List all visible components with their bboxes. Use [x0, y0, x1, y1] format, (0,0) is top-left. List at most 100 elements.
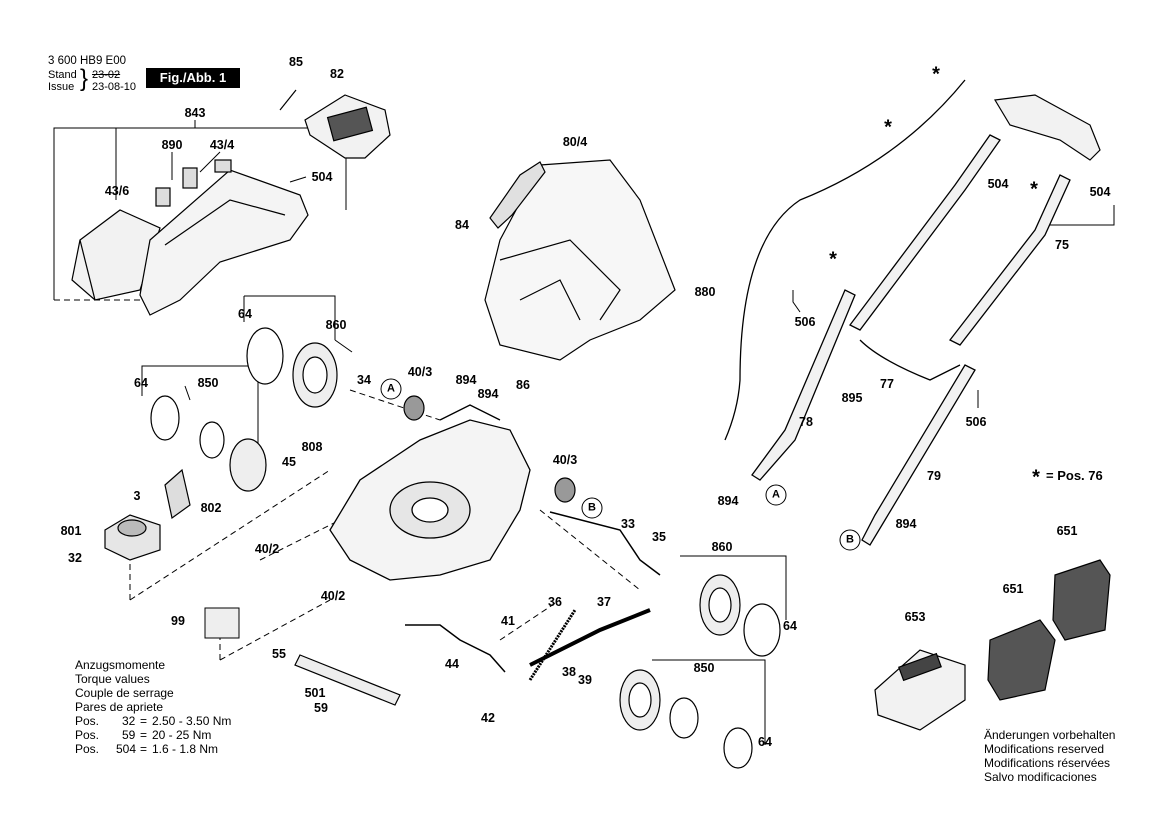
bracket-504-right: [1050, 205, 1115, 226]
stand-date: 23-02: [92, 69, 121, 81]
part-label-43-4: 43/4: [209, 138, 235, 152]
doc-number: 3 600 HB9 E00: [48, 55, 127, 67]
part-label-501: 501: [304, 686, 326, 700]
ref-marker-a-handle: A: [765, 484, 787, 506]
torque-row-2-pos: 59: [122, 728, 136, 742]
top-handle-shape: [994, 94, 1101, 161]
footer-note-fr: Modifications réservées: [984, 756, 1111, 770]
torque-row-3-eq: =: [140, 742, 148, 756]
part-label-32: 32: [68, 551, 82, 565]
footer-note-en: Modifications reserved: [984, 742, 1105, 756]
part-label-850-bottom: 850: [693, 661, 715, 675]
part-label-42: 42: [481, 711, 495, 725]
part-label-894-d: 894: [895, 517, 917, 531]
sensor-99-shape: [204, 607, 240, 639]
figure-tag: Fig./Abb. 1: [146, 68, 240, 88]
part-label-44: 44: [445, 657, 459, 671]
part-label-860-top: 860: [325, 318, 347, 332]
part-label-653: 653: [904, 610, 926, 624]
part-label-84: 84: [455, 218, 469, 232]
part-label-38: 38: [562, 665, 576, 679]
part-label-39: 39: [578, 673, 592, 687]
part-label-808: 808: [301, 440, 323, 454]
brace: }: [80, 65, 89, 92]
part-label-40-2-bottom: 40/2: [320, 589, 346, 603]
bracket-802-shape: [164, 468, 191, 520]
part-label-504-handle-right: 504: [1089, 185, 1111, 199]
ref-marker-b-handle: B: [839, 529, 861, 551]
part-label-80-4: 80/4: [562, 135, 588, 149]
part-label-40-2-top: 40/2: [254, 542, 280, 556]
torque-row-3-pos: 504: [116, 742, 137, 756]
part-label-85: 85: [289, 55, 303, 69]
part-label-843: 843: [184, 106, 206, 120]
part-label-43-6: 43/6: [104, 184, 130, 198]
part-label-802: 802: [200, 501, 222, 515]
torque-row-3-value: 1.6 - 1.8 Nm: [152, 742, 219, 756]
part-label-895: 895: [841, 391, 863, 405]
part-label-651-right: 651: [1056, 524, 1078, 538]
motor-shape: [104, 514, 161, 561]
part-label-99: 99: [171, 614, 185, 628]
ref-marker-a-left: A: [380, 378, 402, 400]
rods-shape: [405, 511, 661, 681]
legend-star: *: [1032, 466, 1040, 489]
part-label-40-3-top: 40/3: [407, 365, 433, 379]
torque-row-1-pos: 32: [122, 714, 136, 728]
part-label-801: 801: [60, 524, 82, 538]
part-label-64-bottom: 64: [758, 735, 772, 749]
part-label-504-handle-left: 504: [987, 177, 1009, 191]
part-label-40-3-right: 40/3: [552, 453, 578, 467]
part-label-3: 3: [133, 489, 141, 503]
stand-label: Stand: [48, 69, 77, 81]
torque-row-3-label: Pos.: [75, 742, 100, 756]
footer-note-de: Änderungen vorbehalten: [984, 728, 1116, 742]
part-label-506-right: 506: [965, 415, 987, 429]
part-label-64-top: 64: [238, 307, 252, 321]
battery-cover-shape: [71, 209, 161, 301]
housing-843-shape: [139, 159, 309, 316]
handle-84-shape: [489, 161, 546, 229]
part-label-78: 78: [799, 415, 813, 429]
grass-box-880-shape: [484, 159, 676, 361]
part-label-55: 55: [272, 647, 286, 661]
part-label-59: 59: [314, 701, 328, 715]
part-label-75: 75: [1055, 238, 1069, 252]
bracket-860-top: [244, 295, 353, 353]
star-marker-clip: *: [1030, 178, 1038, 201]
deck-shape: [329, 404, 531, 581]
part-label-82: 82: [330, 67, 344, 81]
torque-title-fr: Couple de serrage: [75, 686, 174, 700]
part-label-894-b: 894: [477, 387, 499, 401]
wheel-shapes: [150, 327, 781, 769]
bracket-850-left: [141, 365, 259, 450]
star-marker-cable: *: [884, 116, 892, 139]
torque-title-es: Pares de apriete: [75, 700, 164, 714]
part-label-860-right: 860: [711, 540, 733, 554]
part-label-651-left: 651: [1002, 582, 1024, 596]
bracket-843: [53, 127, 347, 300]
footer-note-es: Salvo modificaciones: [984, 770, 1097, 784]
cable-shape: [724, 79, 966, 441]
cover-82-shape: [279, 89, 391, 159]
part-label-86: 86: [516, 378, 530, 392]
legend-text: = Pos. 76: [1046, 468, 1103, 483]
issue-label: Issue: [48, 81, 75, 93]
part-label-79: 79: [927, 469, 941, 483]
blade-shape: [294, 654, 401, 706]
issue-date: 23-08-10: [92, 81, 137, 93]
part-label-894-c: 894: [717, 494, 739, 508]
part-label-45: 45: [282, 455, 296, 469]
part-label-506-left: 506: [794, 315, 816, 329]
charger-shape: [874, 649, 966, 731]
part-label-64-left: 64: [134, 376, 148, 390]
part-label-77: 77: [880, 377, 894, 391]
part-label-64-right: 64: [783, 619, 797, 633]
part-label-41: 41: [501, 614, 515, 628]
part-label-890: 890: [161, 138, 183, 152]
part-label-504-top: 504: [311, 170, 333, 184]
star-marker-clamp: *: [829, 248, 837, 271]
torque-title-en: Torque values: [75, 672, 150, 686]
part-label-33: 33: [621, 517, 635, 531]
